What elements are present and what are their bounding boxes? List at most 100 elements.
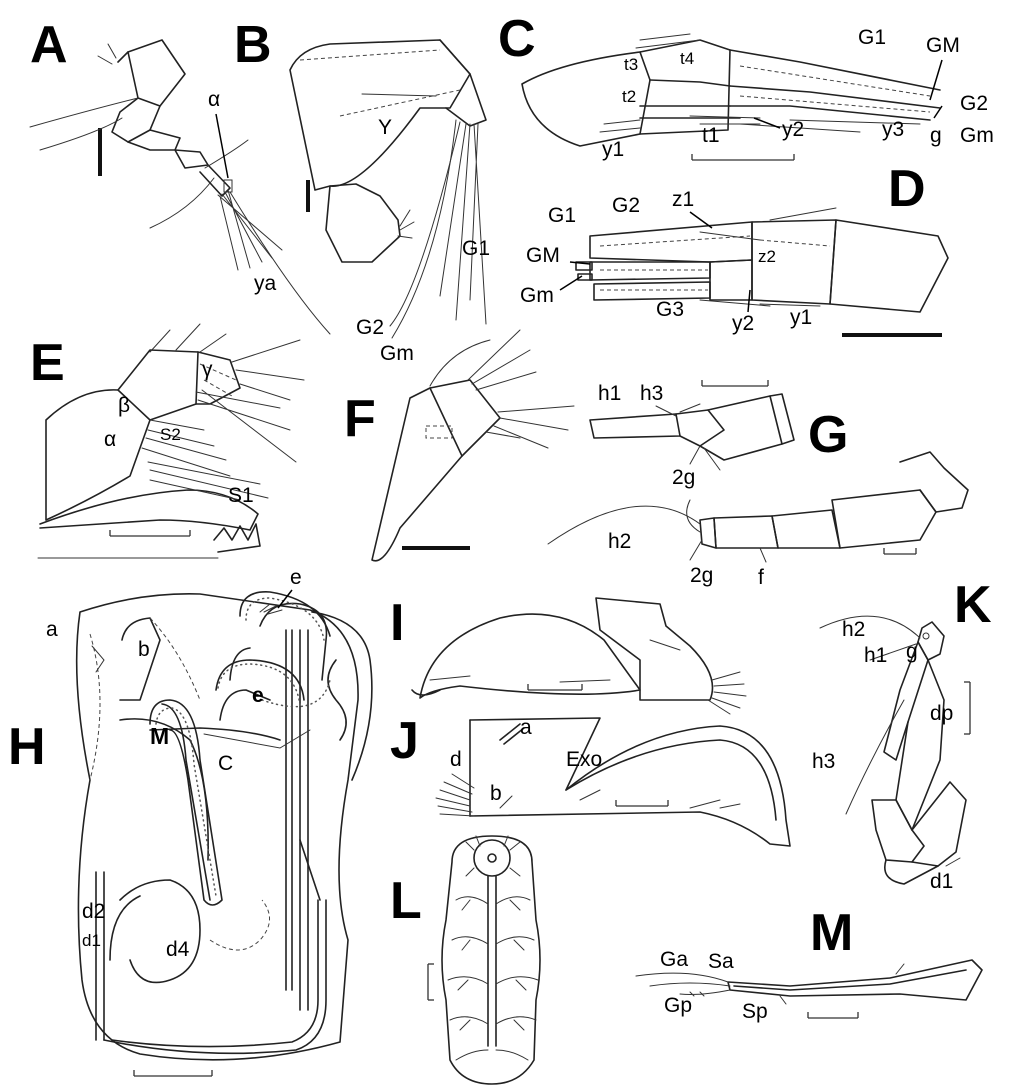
panel-d-label-gm-lower: Gm [520,284,554,307]
panel-k-label-h3: h3 [812,750,835,773]
panel-d-label-g3: G3 [656,298,684,321]
panel-b-label-gm: Gm [380,342,414,365]
panel-a-label-ya: ya [254,272,277,295]
panel-m-label-gp: Gp [664,994,692,1017]
panel-d-letter: D [888,160,926,218]
panel-i-drawing [411,597,747,715]
panel-j-label-b: b [490,782,502,805]
panel-e-drawing [39,323,305,553]
panel-l-drawing [441,835,541,1085]
panel-m-label-sa: Sa [708,950,734,973]
panel-l: L [390,835,541,1085]
panel-h-label-m: M [150,723,169,749]
panel-k-label-g: g [906,640,918,663]
panel-d-arrow-gm [569,261,591,265]
panel-m-letter: M [810,904,853,962]
panel-j-drawing [435,717,791,847]
panel-g-label-2g-bottom: 2g [690,564,713,587]
panel-c-label-g2: G2 [960,92,988,115]
panel-e-letter: E [30,334,65,392]
panel-j-label-exo: Exo [566,748,602,771]
panel-h-label-d1: d1 [82,931,101,950]
panel-h-label-d4: d4 [166,938,190,961]
panel-e-label-beta: β [118,394,130,417]
panel-e-label-gamma: γ [202,358,213,381]
panel-h-label-e-top: e [290,566,302,589]
panel-a-drawing [29,39,331,335]
panel-g-label-h2: h2 [608,530,631,553]
panel-d-label-g2: G2 [612,194,640,217]
panel-j: J a d Exo b [390,712,791,847]
panel-l-letter: L [390,872,422,930]
panel-e: E γ β α S2 S1 [30,323,305,559]
panel-d-label-y1: y1 [790,306,812,329]
panel-h-label-e-inner: e [252,684,264,707]
panel-b-label-g1: G1 [462,237,490,260]
panel-a-label-alpha: α [208,88,220,111]
panel-c-label-gm-upper: GM [926,34,960,57]
panel-k-label-dp: dp [930,702,953,725]
panel-g-letter: G [808,406,848,464]
panel-c-drawing [521,33,941,147]
panel-e-label-s1: S1 [228,484,254,507]
panel-d-label-z2: z2 [758,247,776,266]
panel-j-letter: J [390,712,419,770]
panel-m: M Ga Sa Gp Sp [635,904,983,1023]
panel-c-arrow-y3 [933,105,943,119]
panel-d: D G1 G2 z1 z2 GM Gm G3 y2 y1 [520,160,949,337]
panel-g-drawing-top [589,393,795,471]
panel-m-drawing [635,959,983,1005]
panel-h-letter: H [8,718,46,776]
panel-d-label-gm-upper: GM [526,244,560,267]
panel-c-arrow-gm [929,59,943,101]
panel-d-label-z1: z1 [672,188,694,211]
panel-k: K h2 h1 g h3 dp d1 [812,576,992,893]
panel-g-label-f: f [758,566,764,589]
panel-c-label-t1: t1 [702,124,720,147]
panel-g-drawing-bottom [547,451,969,563]
panel-h: H [8,566,373,1077]
panel-c-label-g1: G1 [858,26,886,49]
panel-i-letter: I [390,594,404,652]
panel-g-label-h3: h3 [640,382,663,405]
panel-h-label-b: b [138,638,150,661]
panel-f-drawing [371,329,575,562]
panel-h-drawing [75,591,373,1061]
panel-c-label-t4: t4 [680,49,694,68]
panel-j-label-d: d [450,748,462,771]
panel-m-label-sp: Sp [742,1000,768,1023]
panel-k-drawing [819,615,967,885]
panel-a-letter: A [30,16,68,74]
panel-k-label-d1: d1 [930,870,953,893]
panel-c-label-t2: t2 [622,87,636,106]
panel-b-letter: B [234,16,272,74]
panel-a: A α ya [29,16,331,335]
panel-k-label-h2: h2 [842,618,865,641]
panel-i: I [390,594,747,715]
panel-j-label-a: a [520,716,532,739]
panel-c-arrow-y2 [753,117,781,129]
panel-c-label-y2: y2 [782,118,804,141]
panel-b-drawing [289,39,487,339]
panel-g-label-h1: h1 [598,382,621,405]
panel-h-label-d2: d2 [82,900,105,923]
panel-d-label-g1: G1 [548,204,576,227]
panel-c: C G1 GM t3 t4 t2 G2 y2 y3 y1 [498,10,994,161]
panel-h-arrow-e [277,589,293,609]
panel-b-label-gamma: Y [378,116,392,139]
panel-d-arrow-gm-lower [559,275,583,291]
panel-k-letter: K [954,576,992,634]
panel-e-label-alpha: α [104,428,116,451]
panel-c-label-gm-lower: Gm [960,124,994,147]
panel-d-arrow-z1 [689,211,713,229]
panel-b: B Y G1 G2 Gm [234,16,490,365]
panel-c-label-y3: y3 [882,118,904,141]
panel-f-letter: F [344,390,376,448]
panel-h-label-c: C [218,752,233,775]
panel-d-label-y2: y2 [732,312,754,335]
panel-b-label-g2: G2 [356,316,384,339]
panel-c-label-g: g [930,124,942,147]
panel-k-label-h1: h1 [864,644,887,667]
panel-a-arrow-alpha [215,113,229,179]
panel-g-label-2g-top: 2g [672,466,695,489]
